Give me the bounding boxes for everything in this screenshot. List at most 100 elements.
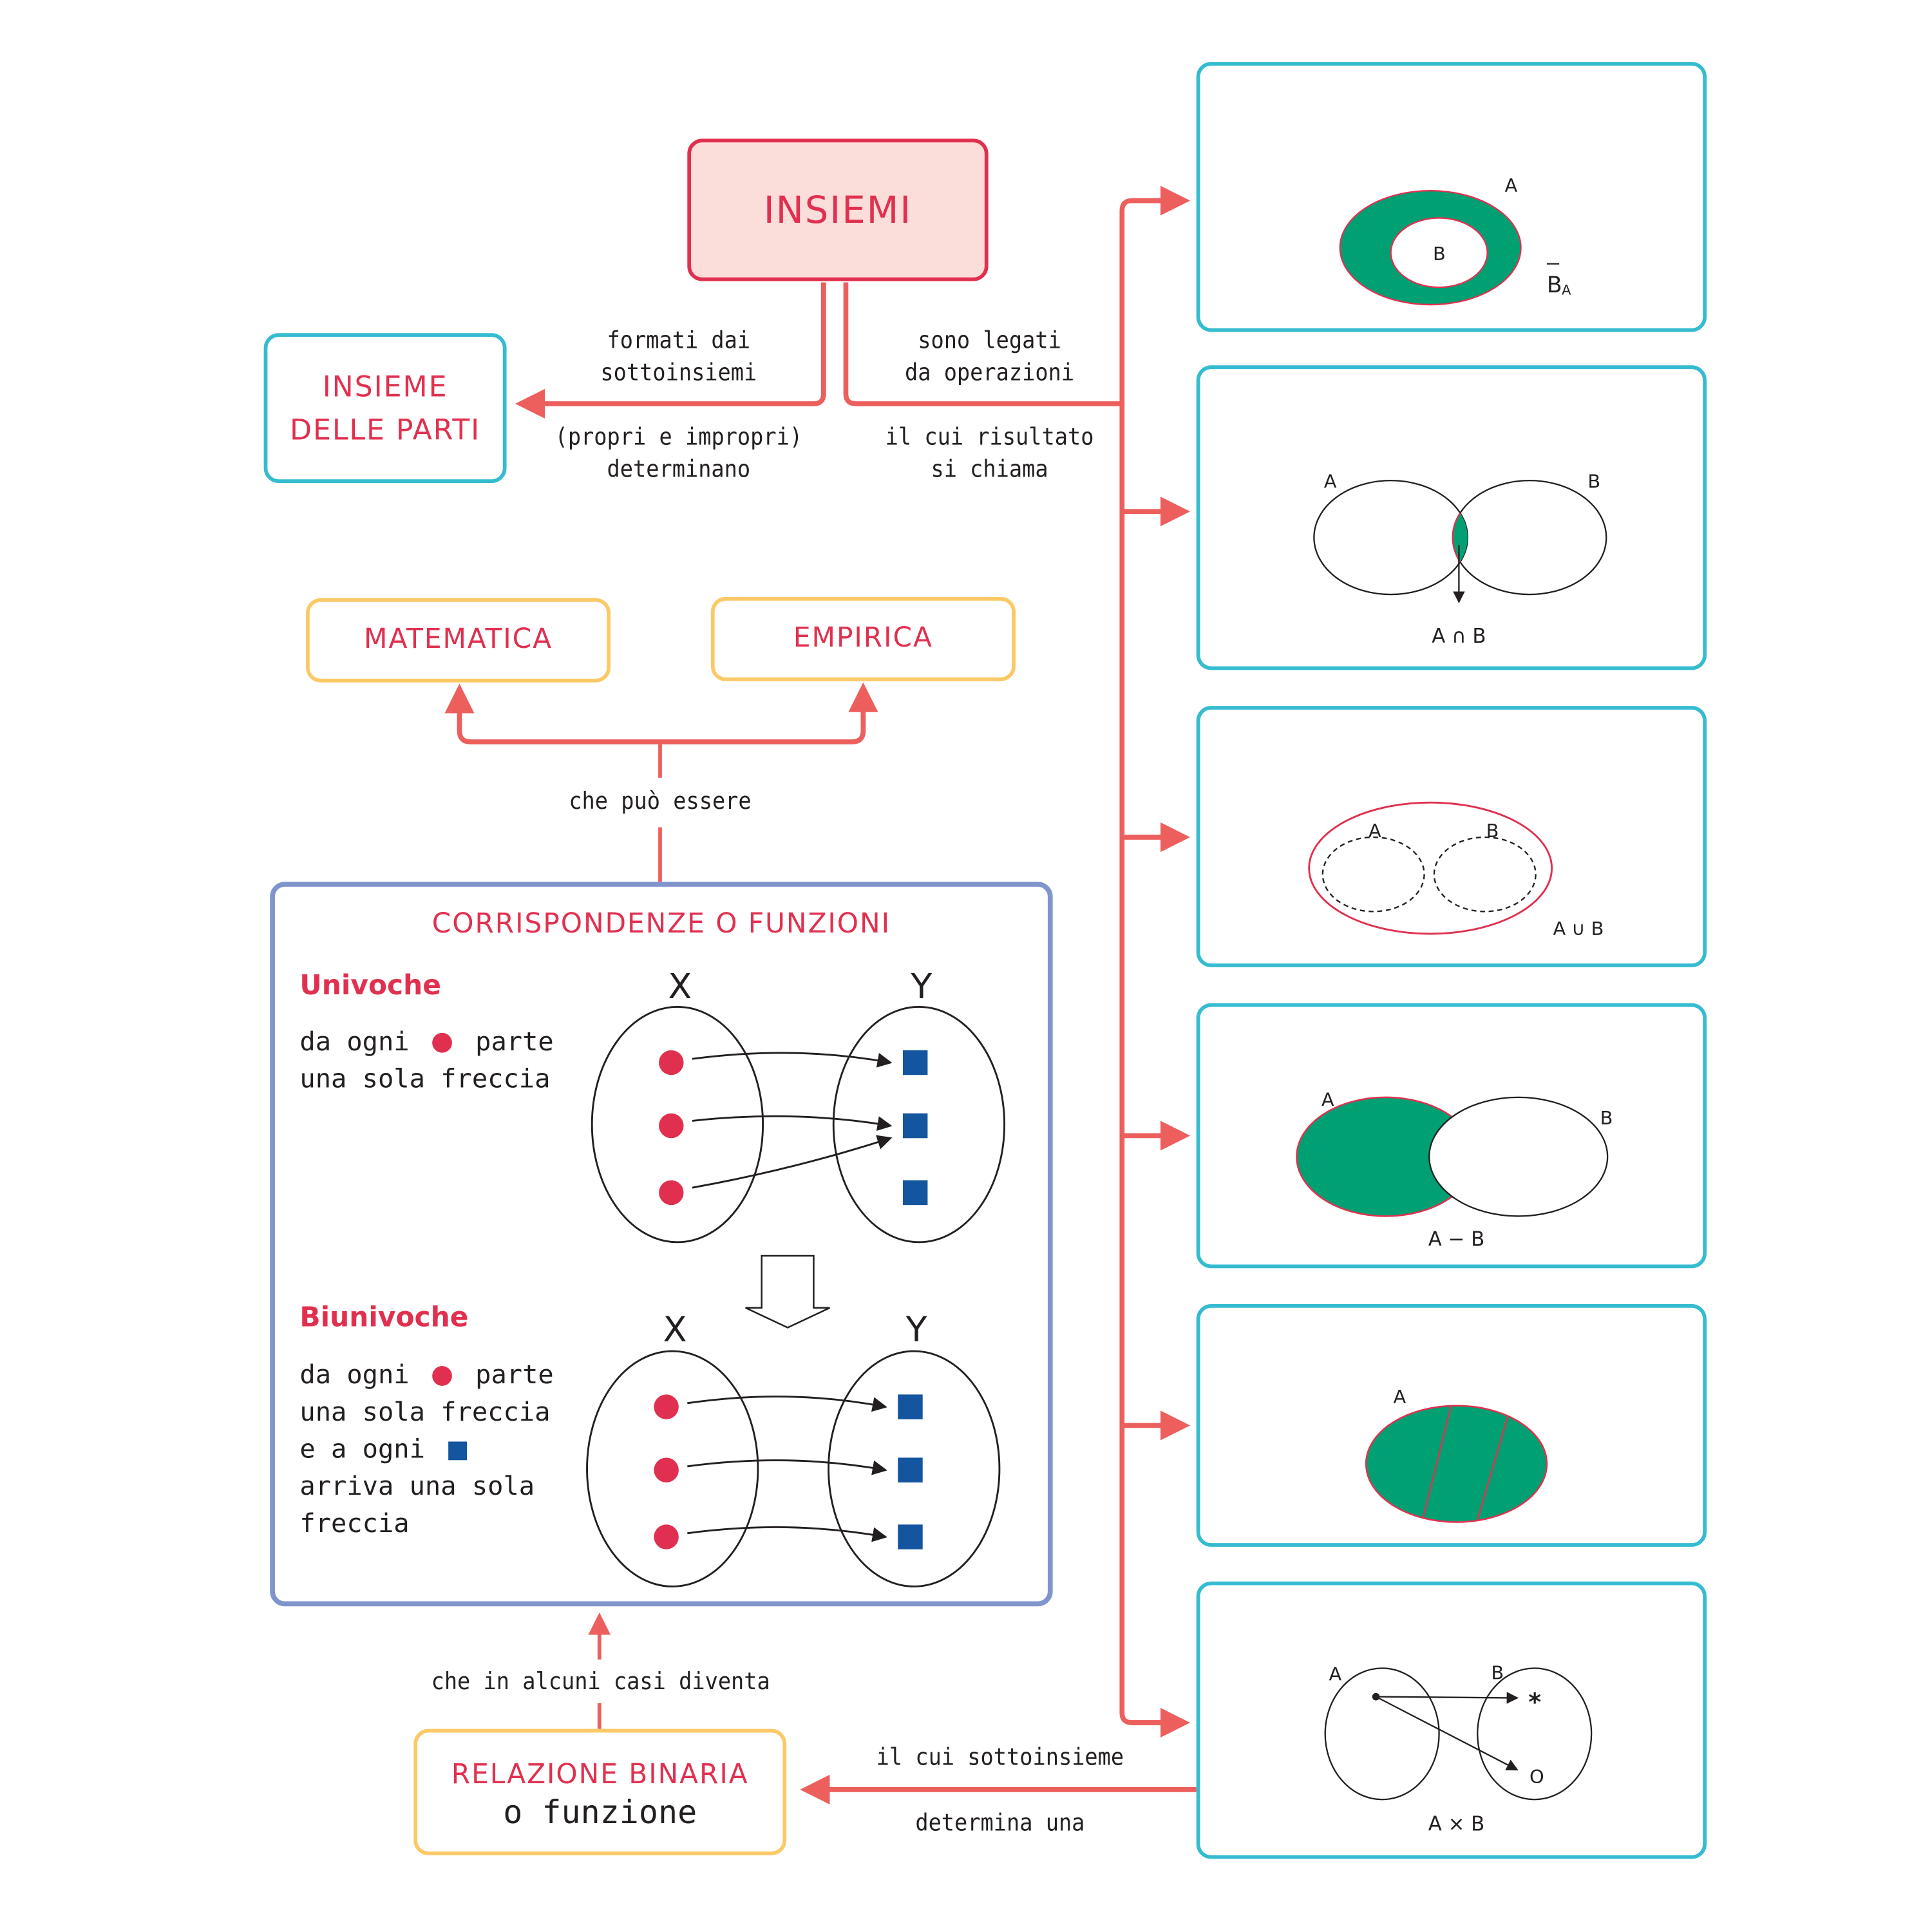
operation-union[interactable]: A B A ∪ B <box>1196 706 1707 967</box>
partition-divider-2 <box>1474 1414 1510 1522</box>
node-insieme-delle-parti-line-2: DELLE PARTI <box>290 415 481 448</box>
operation-intersection[interactable]: A B A ∩ B <box>1196 365 1707 670</box>
union-label-a: A <box>1368 820 1381 842</box>
univoche-point-y1 <box>902 1050 928 1075</box>
univoche-text-2: una sola freccia <box>299 1063 551 1094</box>
biunivoche-point-x2 <box>654 1457 679 1482</box>
connector-insiemi-parti <box>515 282 826 419</box>
blue-square-icon <box>448 1441 467 1460</box>
partition-diagram: A <box>1365 1386 1548 1523</box>
corrispondenze-title: CORRISPONDENZE O FUNZIONI <box>431 909 891 940</box>
union-set-a <box>1321 836 1425 913</box>
cartesian-set-a <box>1324 1667 1440 1801</box>
intersection-set-b <box>1452 480 1607 596</box>
relazione-title: RELAZIONE BINARIA <box>451 1759 749 1791</box>
univoche-point-x2 <box>659 1113 684 1139</box>
difference-region <box>1296 1097 1475 1217</box>
biunivoche-heading: Biunivoche <box>299 1303 469 1334</box>
node-matematica[interactable]: MATEMATICA <box>306 598 611 683</box>
link-label-legati-2: da operazioni <box>904 359 1075 386</box>
biunivoche-text-4: arriva una sola <box>299 1471 535 1501</box>
cartesian-result: A × B <box>1428 1812 1484 1835</box>
intersection-diagram: A B A ∩ B <box>1313 471 1607 648</box>
node-insiemi-label: INSIEMI <box>763 189 913 233</box>
difference-set-a <box>1296 1096 1476 1217</box>
biunivoche-text-parte: parte <box>475 1359 554 1390</box>
complement-label-a: A <box>1505 175 1518 196</box>
univoche-point-x3 <box>659 1180 684 1206</box>
intersection-set-a <box>1313 480 1469 596</box>
intersection-region <box>1452 480 1468 595</box>
univoche-arrow-1 <box>692 1052 893 1068</box>
link-label-diventa: che in alcuni casi diventa <box>431 1668 770 1696</box>
cartesian-arrow-star <box>1376 1692 1519 1704</box>
biunivoche-point-y1 <box>898 1394 923 1419</box>
complement-label-b: B <box>1433 243 1446 265</box>
union-set-b <box>1433 836 1537 913</box>
link-label-sottoinsieme: il cui sottoinsieme <box>876 1743 1124 1771</box>
univoche-set-x <box>591 1006 764 1244</box>
complement-result: B <box>1547 272 1562 298</box>
cartesian-label-b: B <box>1491 1662 1504 1684</box>
link-label-puo-essere: che può essere <box>569 788 752 815</box>
univoche-text-da-ogni: da ogni <box>299 1027 410 1057</box>
univoche-set-y-label: Y <box>910 966 932 1007</box>
node-empirica[interactable]: EMPIRICA <box>710 596 1016 681</box>
univoche-point-x1 <box>659 1050 684 1075</box>
operation-difference[interactable]: A B A − B <box>1196 1003 1707 1269</box>
union-outer-set <box>1308 801 1553 935</box>
biunivoche-arrow-3 <box>687 1526 887 1542</box>
biunivoche-arrow-2 <box>687 1459 887 1475</box>
link-label-propri-1: (propri e impropri) <box>554 423 803 451</box>
univoche-heading: Univoche <box>299 971 441 1002</box>
biunivoche-set-y-label: Y <box>905 1309 927 1350</box>
univoche-point-y2 <box>902 1113 928 1139</box>
union-result: A ∪ B <box>1553 918 1604 940</box>
complement-set-b <box>1390 217 1488 289</box>
hollow-down-arrow-icon <box>745 1255 830 1329</box>
operation-complement[interactable]: A B B A <box>1196 62 1707 332</box>
univoche-text-parte: parte <box>475 1027 554 1057</box>
partition-divider-1 <box>1419 1405 1453 1522</box>
node-insiemi[interactable]: INSIEMI <box>687 138 989 281</box>
univoche-set-x-label: X <box>668 966 692 1007</box>
operation-partition[interactable]: A <box>1196 1304 1707 1547</box>
cartesian-circle: O <box>1530 1766 1544 1788</box>
cartesian-star: * <box>1528 1688 1541 1717</box>
biunivoche-point-y2 <box>898 1457 923 1482</box>
biunivoche-set-x <box>586 1350 759 1587</box>
cartesian-product-diagram: A B * O A × B <box>1324 1662 1593 1835</box>
red-dot-icon <box>432 1032 453 1053</box>
partition-label-a: A <box>1393 1386 1406 1408</box>
univoche-arrow-2 <box>692 1115 893 1132</box>
biunivoche-text-2: una sola freccia <box>299 1397 551 1427</box>
operations-bus <box>1119 198 1186 1725</box>
univoche-text-1: da ogni parte <box>299 1023 553 1060</box>
univoche-arrow-3 <box>692 1135 893 1189</box>
complement-result-subscript: A <box>1562 282 1571 298</box>
connector-insiemi-operations <box>843 282 1122 406</box>
link-label-risultato-1: il cui risultato <box>885 423 1094 451</box>
biunivoche-arrow-1 <box>687 1396 887 1412</box>
complement-diagram: A B B A <box>1339 175 1571 306</box>
node-insieme-delle-parti[interactable]: INSIEME DELLE PARTI <box>263 333 507 483</box>
biunivoche-set-y <box>828 1350 1001 1587</box>
biunivoche-set-x-label: X <box>663 1309 687 1350</box>
union-diagram: A B A ∪ B <box>1308 801 1604 940</box>
link-label-determina: determina una <box>915 1809 1085 1837</box>
biunivoche-point-x1 <box>654 1394 679 1419</box>
union-label-b: B <box>1486 820 1499 842</box>
univoche-set-y <box>832 1006 1006 1244</box>
node-matematica-label: MATEMATICA <box>364 624 553 656</box>
univoche-point-y3 <box>902 1180 928 1206</box>
node-relazione-binaria[interactable]: RELAZIONE BINARIA o funzione <box>413 1728 787 1855</box>
link-label-formati-1: formati dai <box>607 327 751 354</box>
mapping-diagrams: X Y X Y <box>586 966 1006 1587</box>
biunivoche-text-5: freccia <box>299 1508 410 1539</box>
operation-cartesian-product[interactable]: A B * O A × B <box>1196 1581 1707 1859</box>
biunivoche-text-e-a-ogni: e a ogni <box>299 1434 425 1464</box>
biunivoche-text-3: e a ogni <box>299 1430 467 1468</box>
cartesian-label-a: A <box>1329 1663 1341 1685</box>
link-label-propri-2: determinano <box>607 455 751 483</box>
node-corrispondenze[interactable]: CORRISPONDENZE O FUNZIONI Univoche da og… <box>270 882 1053 1607</box>
